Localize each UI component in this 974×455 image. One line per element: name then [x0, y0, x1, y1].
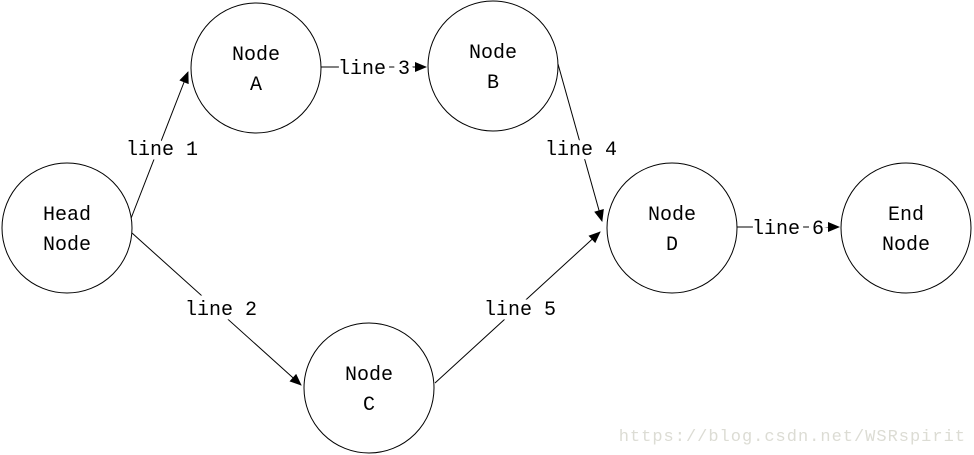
- node-a-label-line2: A: [250, 74, 262, 97]
- node-a: Node A: [190, 2, 322, 134]
- edge-line2: [131, 232, 302, 386]
- node-b-circle: [427, 0, 559, 132]
- edge-labels-layer: line 1 line 2 line 3 line 4 line 5 line …: [121, 54, 828, 327]
- node-d-circle: [606, 162, 738, 294]
- node-b-label-line1: Node: [469, 42, 517, 65]
- edge-label-line2: line 2: [185, 299, 257, 322]
- edge-label-line6: line 6: [752, 218, 824, 241]
- edge-line5: [434, 231, 601, 384]
- edge-label-line3: line 3: [338, 58, 410, 81]
- node-end-label-line2: Node: [882, 234, 930, 257]
- node-end-label-line1: End: [888, 204, 924, 227]
- node-head-label-line2: Node: [43, 234, 91, 257]
- node-d-label-line2: D: [666, 234, 678, 257]
- edges-layer: [129, 62, 840, 386]
- node-head-circle: [1, 162, 133, 294]
- node-head: Head Node: [1, 162, 133, 294]
- node-d-label-line1: Node: [648, 204, 696, 227]
- node-a-circle: [190, 2, 322, 134]
- node-b: Node B: [427, 0, 559, 132]
- node-c-circle: [303, 322, 435, 454]
- node-end-circle: [840, 162, 972, 294]
- edge-line1: [129, 71, 189, 222]
- node-c-label-line2: C: [363, 394, 375, 417]
- node-end: End Node: [840, 162, 972, 294]
- watermark-text: https://blog.csdn.net/WSRspirit: [619, 428, 966, 447]
- edge-label-line1: line 1: [126, 139, 198, 162]
- node-b-label-line2: B: [487, 72, 499, 95]
- edge-label-line4: line 4: [545, 139, 617, 162]
- node-c-label-line1: Node: [345, 364, 393, 387]
- node-c: Node C: [303, 322, 435, 454]
- node-d: Node D: [606, 162, 738, 294]
- edge-line4: [557, 63, 604, 222]
- node-a-label-line1: Node: [232, 44, 280, 67]
- node-head-label-line1: Head: [43, 204, 91, 227]
- edge-label-line5: line 5: [484, 299, 556, 322]
